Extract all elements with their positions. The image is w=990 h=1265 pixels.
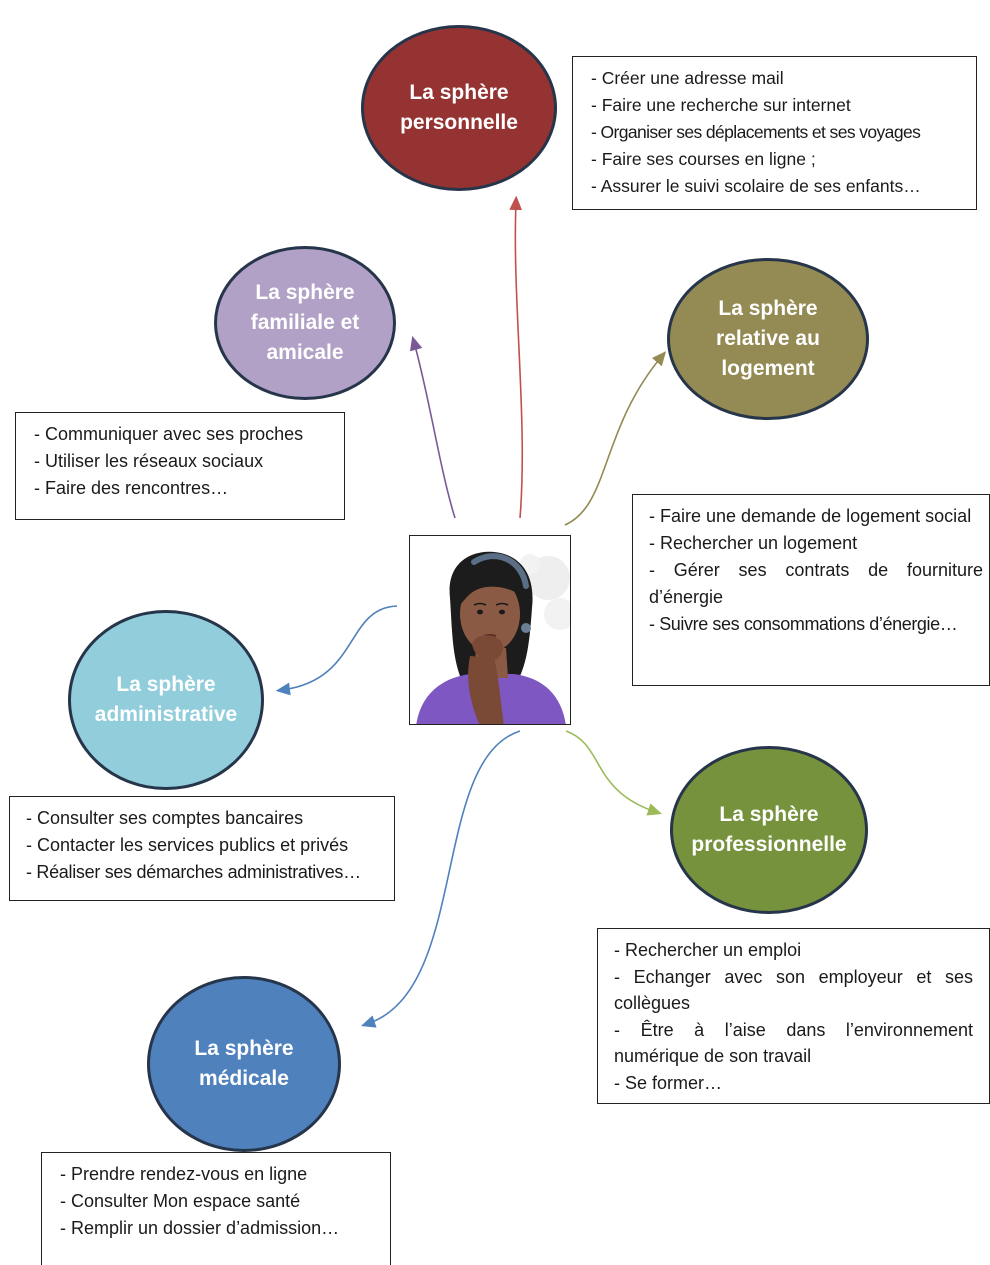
list-item: - Créer une adresse mail — [591, 68, 784, 88]
list-item: - Faire des rencontres… — [34, 478, 229, 498]
list-item: - Faire une recherche sur internet — [591, 95, 851, 115]
list-item: - Prendre rendez-vous en ligne — [60, 1164, 308, 1184]
arrow-to-professionnelle — [565, 730, 663, 816]
arrow-to-personnelle — [509, 195, 524, 519]
box-personnelle: - Créer une adresse mail - Faire une rec… — [572, 56, 977, 210]
list-item: - Faire une demande de logement social — [649, 506, 972, 526]
sphere-logement-title: La sphère relative au logement — [716, 297, 820, 380]
list-item: - Consulter ses comptes bancaires — [26, 808, 304, 828]
sphere-administrative: La sphère administrative — [68, 610, 264, 790]
box-professionnelle: - Rechercher un emploi - Echanger avec s… — [597, 928, 990, 1104]
sphere-personnelle: La sphère personnelle — [361, 25, 557, 191]
sphere-professionnelle-title: La sphère professionnelle — [691, 803, 847, 856]
box-administrative: - Consulter ses comptes bancaires - Cont… — [9, 796, 395, 901]
list-item: - Utiliser les réseaux sociaux — [34, 451, 264, 471]
box-familiale: - Communiquer avec ses proches - Utilise… — [15, 412, 345, 520]
list-item: - Gérer ses contrats de fourniture d’éne… — [649, 560, 983, 607]
list-item: - Se former… — [614, 1072, 723, 1093]
arrow-to-administrative — [275, 605, 398, 696]
sphere-medicale-title: La sphère médicale — [194, 1037, 294, 1090]
thinking-woman-icon — [416, 551, 570, 724]
list-item: - Suivre ses consommations d’énergie… — [649, 614, 958, 634]
list-item: - Echanger avec son employeur et ses col… — [614, 966, 973, 1014]
sphere-professionnelle: La sphère professionnelle — [670, 746, 868, 914]
thinking-woman-illustration — [409, 535, 571, 725]
sphere-logement: La sphère relative au logement — [667, 258, 869, 420]
list-item: - Assurer le suivi scolaire de ses enfan… — [591, 176, 921, 196]
box-medicale: - Prendre rendez-vous en ligne - Consult… — [41, 1152, 391, 1265]
sphere-medicale: La sphère médicale — [147, 976, 341, 1152]
list-item: - Rechercher un emploi — [614, 940, 802, 960]
list-item: - Être à l’aise dans l’environnement num… — [614, 1019, 973, 1067]
list-item: - Consulter Mon espace santé — [60, 1191, 301, 1211]
sphere-familiale-title: La sphère familiale et amicale — [250, 281, 360, 364]
arrow-to-medicale — [360, 730, 521, 1028]
arrow-to-logement — [564, 351, 667, 526]
sphere-administrative-title: La sphère administrative — [94, 673, 238, 726]
sphere-familiale: La sphère familiale et amicale — [214, 246, 396, 400]
list-item: - Rechercher un logement — [649, 533, 858, 553]
list-item: - Remplir un dossier d’admission… — [60, 1218, 340, 1238]
list-item: - Réaliser ses démarches administratives… — [26, 862, 361, 882]
arrow-to-familiale — [409, 335, 456, 519]
list-item: - Faire ses courses en ligne ; — [591, 149, 816, 169]
list-item: - Contacter les services publics et priv… — [26, 835, 349, 855]
sphere-personnelle-title: La sphère personnelle — [400, 81, 518, 134]
list-item: - Organiser ses déplacements et ses voya… — [591, 122, 921, 142]
list-item: - Communiquer avec ses proches — [34, 424, 304, 444]
box-logement: - Faire une demande de logement social -… — [632, 494, 990, 686]
